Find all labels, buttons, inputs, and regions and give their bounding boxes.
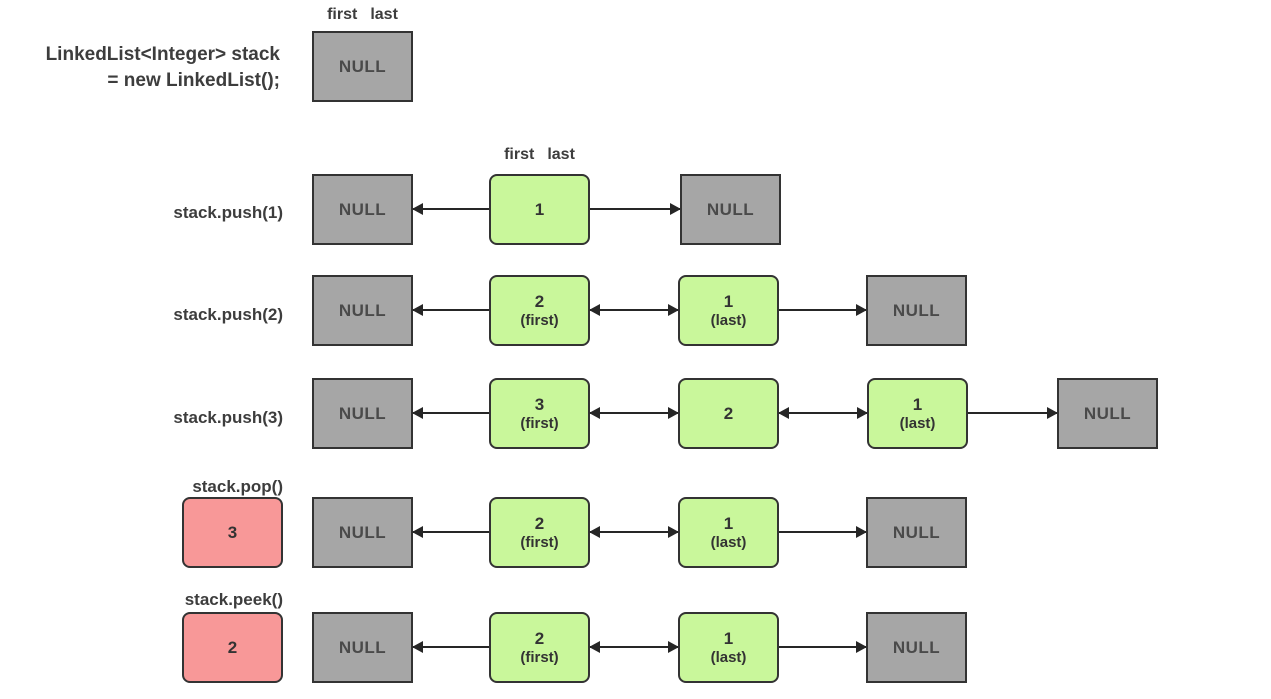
last-pointer-label: last	[370, 6, 398, 23]
null-box: NULL	[680, 174, 781, 245]
node-box: 2 (first)	[489, 497, 590, 568]
null-box: NULL	[866, 497, 967, 568]
null-box: NULL	[312, 31, 413, 102]
node-sublabel: (first)	[520, 533, 559, 551]
arrow-double-icon	[778, 407, 868, 419]
pointer-labels: first last	[312, 6, 413, 24]
null-box: NULL	[1057, 378, 1158, 449]
node-value: 3	[534, 394, 545, 414]
arrow-double-icon	[589, 641, 679, 653]
null-label: NULL	[1083, 403, 1132, 423]
result-value: 2	[227, 637, 238, 657]
result-box: 3	[182, 497, 283, 568]
arrow-right-icon	[779, 526, 867, 538]
node-box: 1 (last)	[678, 497, 779, 568]
arrow-left-icon	[412, 526, 489, 538]
null-label: NULL	[338, 522, 387, 542]
init-code-line2: = new LinkedList();	[107, 70, 280, 91]
null-box: NULL	[312, 174, 413, 245]
node-sublabel: (last)	[710, 648, 747, 666]
operation-label-pop: stack.pop()	[192, 477, 283, 496]
arrow-right-icon	[590, 203, 681, 215]
arrow-right-icon	[779, 304, 867, 316]
operation-label-push1: stack.push(1)	[173, 203, 283, 222]
node-sublabel: (last)	[710, 533, 747, 551]
operation-label-peek: stack.peek()	[184, 590, 283, 609]
node-sublabel: (first)	[520, 414, 559, 432]
null-label: NULL	[892, 522, 941, 542]
arrow-double-icon	[589, 304, 679, 316]
node-box: 2	[678, 378, 779, 449]
operation-label-push2: stack.push(2)	[173, 305, 283, 324]
node-value: 1	[723, 628, 734, 648]
null-box: NULL	[312, 275, 413, 346]
node-value: 1	[912, 394, 923, 414]
result-value: 3	[227, 522, 238, 542]
arrow-double-icon	[589, 526, 679, 538]
arrow-right-icon	[779, 641, 867, 653]
arrow-left-icon	[412, 304, 489, 316]
node-box: 1	[489, 174, 590, 245]
node-sublabel: (last)	[710, 311, 747, 329]
null-box: NULL	[312, 612, 413, 683]
arrow-double-icon	[589, 407, 679, 419]
null-label: NULL	[338, 300, 387, 320]
null-label: NULL	[338, 637, 387, 657]
first-pointer-label: first	[327, 6, 358, 23]
node-box: 2 (first)	[489, 612, 590, 683]
arrow-left-icon	[412, 641, 489, 653]
node-value: 2	[534, 291, 545, 311]
node-box: 1 (last)	[678, 275, 779, 346]
last-pointer-label: last	[547, 146, 575, 163]
null-label: NULL	[892, 637, 941, 657]
node-box: 3 (first)	[489, 378, 590, 449]
null-box: NULL	[312, 497, 413, 568]
node-box: 1 (last)	[867, 378, 968, 449]
node-sublabel: (last)	[899, 414, 936, 432]
null-label: NULL	[706, 199, 755, 219]
null-box: NULL	[866, 612, 967, 683]
node-value: 2	[534, 513, 545, 533]
arrow-left-icon	[412, 407, 489, 419]
null-label: NULL	[338, 403, 387, 423]
result-box: 2	[182, 612, 283, 683]
node-box: 1 (last)	[678, 612, 779, 683]
arrow-left-icon	[412, 203, 489, 215]
node-value: 2	[534, 628, 545, 648]
arrow-right-icon	[968, 407, 1058, 419]
null-box: NULL	[312, 378, 413, 449]
node-value: 1	[723, 513, 734, 533]
null-label: NULL	[338, 199, 387, 219]
node-sublabel: (first)	[520, 311, 559, 329]
pointer-labels: first last	[489, 146, 590, 164]
init-code-line1: LinkedList<Integer> stack	[45, 44, 280, 65]
operation-label-push3: stack.push(3)	[173, 408, 283, 427]
null-label: NULL	[338, 56, 387, 76]
first-pointer-label: first	[504, 146, 535, 163]
node-box: 2 (first)	[489, 275, 590, 346]
node-value: 1	[723, 291, 734, 311]
node-sublabel: (first)	[520, 648, 559, 666]
node-value: 1	[534, 199, 545, 219]
init-code: LinkedList<Integer> stack = new LinkedLi…	[0, 42, 280, 94]
node-value: 2	[723, 403, 734, 423]
null-label: NULL	[892, 300, 941, 320]
null-box: NULL	[866, 275, 967, 346]
